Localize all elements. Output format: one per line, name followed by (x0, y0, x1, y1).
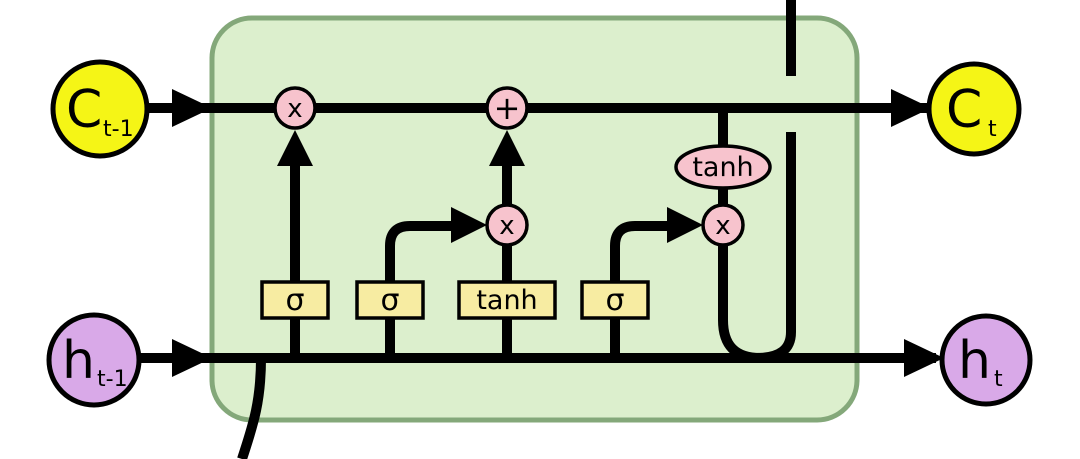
input-x-line (237, 357, 266, 459)
output-gate-label: σ (605, 283, 624, 318)
cell-state-out-node (926, 61, 1022, 157)
cell-state-in-label: C (66, 80, 102, 140)
forget-multiply-label: x (287, 94, 302, 124)
forget-multiply-op (273, 86, 317, 130)
candidate-gate-label: tanh (476, 285, 537, 316)
hidden-out-node (939, 313, 1033, 407)
input-gate-branch-line (385, 221, 460, 358)
hidden-in-sub: t-1 (97, 367, 128, 392)
cell-add-op (485, 86, 529, 130)
cell-state-in-node (50, 59, 150, 159)
hidden-out-label: h (958, 331, 991, 391)
cell-state-in-sub: t-1 (103, 117, 134, 142)
arrowhead-hidden-out-icon (904, 339, 944, 377)
output-gate-box (580, 280, 650, 320)
input-gate-box (355, 280, 425, 320)
arrowhead-add-up-icon (489, 130, 525, 166)
candidate-gate-box (457, 280, 557, 320)
input-gate-label: σ (380, 283, 399, 318)
hidden-in-node (46, 312, 142, 408)
cell-state-out-sub: t (988, 117, 997, 142)
hidden-out-sub: t (994, 367, 1003, 392)
cell-state-out-label: C (946, 80, 982, 140)
hidden-up-branch-line (756, 132, 796, 363)
hidden-in-label: h (62, 331, 95, 391)
forget-gate-label: σ (285, 283, 304, 318)
cell-tanh-op (674, 144, 772, 190)
output-multiply-op (701, 203, 745, 247)
output-gate-branch-line (610, 221, 675, 358)
cell-tanh-label: tanh (692, 152, 753, 183)
arrowhead-cell-out-icon (891, 89, 931, 127)
input-multiply-op (485, 203, 529, 247)
output-mul-down-line (718, 245, 761, 363)
arrowhead-output-mul-icon (667, 207, 703, 243)
input-multiply-label: x (499, 211, 514, 241)
forget-gate-box (260, 280, 330, 320)
arrowhead-forget-up-icon (277, 130, 313, 166)
output-multiply-label: x (715, 211, 730, 241)
cell-add-label: + (494, 89, 521, 127)
arrowhead-input-mul-icon (451, 207, 487, 243)
arrowhead-hidden-in-icon (172, 339, 212, 377)
arrowhead-cell-in-icon (172, 89, 212, 127)
